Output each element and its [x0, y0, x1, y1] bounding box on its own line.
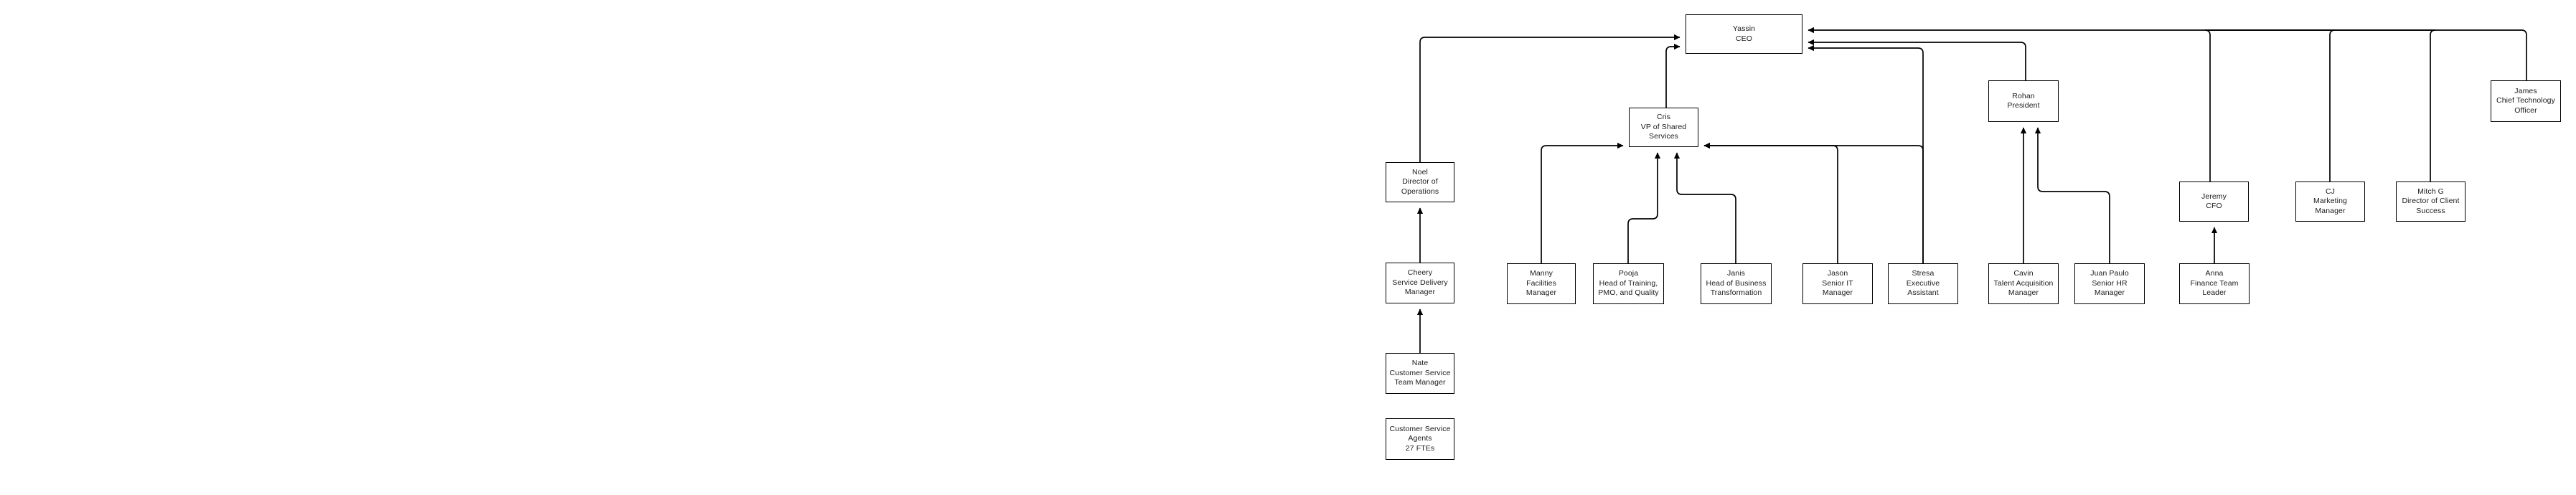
org-node-cheery[interactable]: Cheery Service Delivery Manager: [1386, 263, 1454, 303]
edge-janis-cris: [1673, 152, 1736, 263]
edge-juan-rohan: [2034, 127, 2110, 263]
org-node-label: Noel Director of Operations: [1401, 167, 1439, 196]
org-node-nate[interactable]: Nate Customer Service Team Manager: [1386, 353, 1454, 394]
edge-pooja-cris: [1627, 152, 1661, 263]
org-node-agents[interactable]: Customer Service Agents 27 FTEs: [1386, 418, 1454, 460]
edge-rohan-yassin: [1808, 39, 2026, 80]
org-node-label: Mitch G Director of Client Success: [2402, 187, 2460, 215]
org-node-cj[interactable]: CJ Marketing Manager: [2295, 182, 2365, 222]
org-node-label: Cheery Service Delivery Manager: [1392, 268, 1448, 297]
org-node-yassin[interactable]: Yassin CEO: [1686, 14, 1802, 54]
org-node-label: Jason Senior IT Manager: [1822, 269, 1853, 298]
org-node-jason[interactable]: Jason Senior IT Manager: [1802, 263, 1873, 304]
org-node-stresa[interactable]: Stresa Executive Assistant: [1888, 263, 1958, 304]
edge-stresa-yassin: [1808, 44, 1924, 263]
edge-manny-cris: [1541, 142, 1624, 263]
org-node-james[interactable]: James Chief Technology Officer: [2491, 80, 2561, 122]
edge-cj-bus: [2205, 29, 2336, 182]
org-node-label: Juan Paulo Senior HR Manager: [2090, 269, 2129, 298]
org-node-label: Pooja Head of Training, PMO, and Quality: [1598, 269, 1659, 298]
edge-stresa-cris: [1703, 142, 1924, 263]
edge-cris-yassin: [1665, 43, 1680, 108]
org-node-label: Anna Finance Team Leader: [2190, 269, 2239, 298]
org-node-label: Yassin CEO: [1732, 24, 1756, 43]
edge-james-bus: [2205, 29, 2527, 80]
org-node-noel[interactable]: Noel Director of Operations: [1386, 162, 1454, 202]
org-node-label: Manny Facilities Manager: [1526, 269, 1557, 298]
org-node-label: Customer Service Agents 27 FTEs: [1389, 424, 1451, 453]
org-node-label: Nate Customer Service Team Manager: [1389, 359, 1451, 387]
org-node-rohan[interactable]: Rohan President: [1988, 80, 2059, 122]
edge-jason-cris: [1703, 142, 1838, 263]
org-node-label: Janis Head of Business Transformation: [1706, 269, 1767, 298]
org-node-cavin[interactable]: Cavin Talent Acquisition Manager: [1988, 263, 2059, 304]
org-node-label: Rohan President: [2007, 91, 2040, 110]
org-node-label: James Chief Technology Officer: [2496, 86, 2555, 115]
org-node-label: Cris VP of Shared Services: [1640, 113, 1687, 141]
org-node-label: Cavin Talent Acquisition Manager: [1993, 269, 2054, 298]
org-node-label: CJ Marketing Manager: [2313, 187, 2347, 215]
org-node-cris[interactable]: Cris VP of Shared Services: [1629, 108, 1698, 147]
org-node-juan[interactable]: Juan Paulo Senior HR Manager: [2074, 263, 2145, 304]
org-node-manny[interactable]: Manny Facilities Manager: [1507, 263, 1576, 304]
edge-noel-yassin: [1419, 34, 1680, 162]
org-node-jeremy[interactable]: Jeremy CFO: [2179, 182, 2249, 222]
edge-mitch-bus: [2205, 29, 2436, 182]
org-node-anna[interactable]: Anna Finance Team Leader: [2179, 263, 2250, 304]
org-node-janis[interactable]: Janis Head of Business Transformation: [1701, 263, 1772, 304]
org-node-mitch[interactable]: Mitch G Director of Client Success: [2396, 182, 2465, 222]
org-node-label: Stresa Executive Assistant: [1906, 269, 1940, 298]
org-node-label: Jeremy CFO: [2201, 192, 2227, 210]
org-node-pooja[interactable]: Pooja Head of Training, PMO, and Quality: [1593, 263, 1664, 304]
